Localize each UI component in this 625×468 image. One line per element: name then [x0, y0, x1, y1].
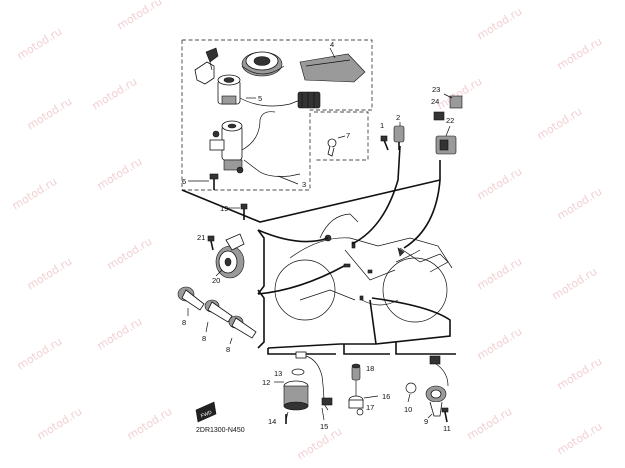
callout-17: 17	[366, 403, 374, 412]
callout-12: 12	[262, 378, 270, 387]
o-ring-10	[405, 382, 417, 394]
watermark-text: motod.ru	[115, 0, 165, 33]
bolt-6	[209, 173, 219, 190]
callout-6: 6	[182, 177, 186, 186]
watermark-text: motod.ru	[555, 35, 605, 73]
lock-assembly	[209, 111, 301, 177]
bolt-1	[380, 135, 389, 151]
callout-10: 10	[404, 405, 412, 414]
callout-2: 2	[396, 113, 400, 122]
callout-21: 21	[197, 233, 205, 242]
callout-11: 11	[443, 424, 451, 433]
watermark-text: motod.ru	[555, 185, 605, 223]
watermark-text: motod.ru	[475, 165, 525, 203]
callout-3: 3	[302, 180, 306, 189]
bracket-bottom-mid	[343, 344, 390, 355]
sensor-part-8a	[177, 286, 205, 311]
callout-8-c: 8	[226, 345, 230, 354]
relay-part-23	[449, 95, 463, 109]
cover-part	[299, 53, 366, 83]
watermark-text: motod.ru	[15, 335, 65, 373]
forward-arrow-icon: FWD	[195, 401, 217, 423]
callout-16: 16	[382, 392, 390, 401]
callout-9: 9	[424, 417, 428, 426]
sensor-part-9	[425, 355, 449, 417]
key-part	[327, 138, 337, 157]
bracket-horn	[257, 229, 265, 295]
watermark-text: motod.ru	[475, 325, 525, 363]
bracket-bottom-right	[395, 342, 456, 355]
sensor-part-18	[351, 363, 361, 396]
sensor-part-2	[393, 125, 405, 150]
callout-19: 19	[220, 204, 228, 213]
bolt-21	[207, 235, 215, 251]
bracket-bottom-left	[267, 348, 336, 355]
main-switch-upper	[217, 74, 321, 109]
watermark-text: motod.ru	[95, 315, 145, 353]
watermark-text: motod.ru	[35, 405, 85, 443]
leader-lines	[181, 145, 451, 349]
bolt-11	[441, 407, 449, 423]
watermark-text: motod.ru	[465, 405, 515, 443]
sensor-part-8b	[204, 299, 233, 323]
callout-23: 23	[432, 85, 440, 94]
main-switch-bracket	[194, 47, 219, 85]
diagram-code: 2DR1300-N450	[196, 427, 245, 434]
relay-part-22	[435, 135, 457, 155]
watermark-text: motod.ru	[555, 355, 605, 393]
bolt-19	[240, 203, 248, 220]
callout-4: 4	[330, 40, 334, 49]
key-dashed-box	[314, 111, 369, 161]
sensor-part-16	[348, 395, 364, 409]
callout-15: 15	[320, 422, 328, 431]
sensor-part-8c	[228, 315, 257, 339]
watermark-text: motod.ru	[15, 25, 65, 63]
fuel-pump-assembly	[283, 351, 333, 411]
watermark-text: motod.ru	[95, 155, 145, 193]
watermark-text: motod.ru	[550, 265, 600, 303]
watermark-text: motod.ru	[105, 235, 155, 273]
watermark-text: motod.ru	[535, 105, 585, 143]
watermark-text: motod.ru	[90, 75, 140, 113]
watermark-text: motod.ru	[25, 95, 75, 133]
watermark-text: motod.ru	[10, 175, 60, 213]
callout-24: 24	[431, 97, 439, 106]
horn-part	[215, 233, 245, 279]
callout-5: 5	[258, 94, 262, 103]
callout-8-a: 8	[182, 318, 186, 327]
motorcycle-outline	[274, 213, 453, 323]
callout-7: 7	[346, 131, 350, 140]
callout-1: 1	[380, 121, 384, 130]
relay-part-24	[433, 111, 445, 121]
callout-14: 14	[268, 417, 276, 426]
watermark-text: motod.ru	[125, 405, 175, 443]
bracket-sensors	[257, 289, 265, 349]
fuel-tank-cap	[241, 51, 285, 77]
callout-22: 22	[446, 116, 454, 125]
watermark-text: motod.ru	[555, 420, 605, 458]
callout-13: 13	[274, 369, 282, 378]
fwd-label: FWD	[200, 410, 213, 420]
watermark-text: motod.ru	[25, 255, 75, 293]
watermark-text: motod.ru	[475, 5, 525, 43]
callout-20: 20	[212, 276, 220, 285]
callout-8-b: 8	[202, 334, 206, 343]
callout-18: 18	[366, 364, 374, 373]
watermark-text: motod.ru	[475, 255, 525, 293]
